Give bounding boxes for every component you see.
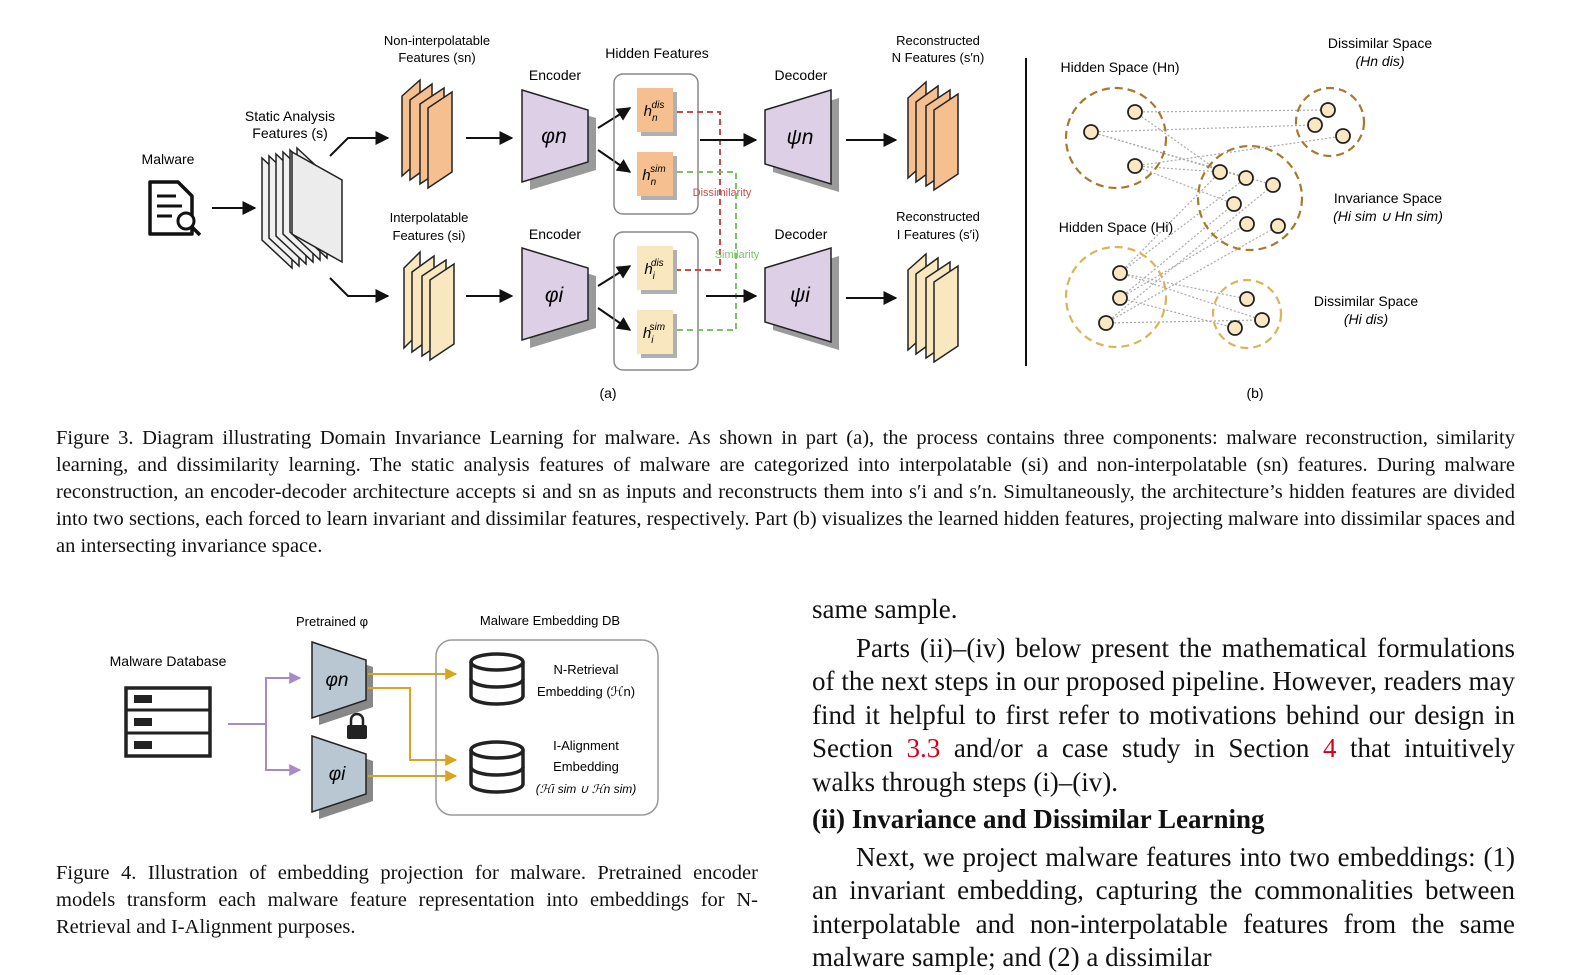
pretrained-encoder-i: φi <box>311 734 373 819</box>
svg-text:Features (s): Features (s) <box>252 125 327 141</box>
dissimilar-space-bottom-label: Dissimilar Space <box>1314 293 1418 309</box>
right-column-text: same sample. Parts (ii)–(iv) below prese… <box>812 593 1515 975</box>
decoder-i-block: ψi <box>764 246 839 350</box>
i-alignment-database-icon <box>469 740 525 794</box>
interpolatable-features-stack <box>403 250 455 362</box>
similarity-label: Similarity <box>715 249 760 261</box>
hidden-space-n-label: Hidden Space (Hn) <box>1060 59 1179 75</box>
embedding-db-box <box>435 639 659 816</box>
encoder-bottom-label: Encoder <box>529 226 581 242</box>
encoder-n-block: φn <box>521 88 596 190</box>
figure-3-caption: Figure 3. Diagram illustrating Domain In… <box>56 427 1515 557</box>
svg-text:φi: φi <box>329 764 346 785</box>
malware-label: Malware <box>142 151 195 167</box>
n-retrieval-label: N-Retrieval <box>553 662 618 677</box>
section-ref-link[interactable]: 4 <box>1322 733 1337 763</box>
pretrained-encoder-n: φn <box>311 640 373 725</box>
svg-text:I Features (s′i): I Features (s′i) <box>897 227 980 242</box>
part-b-label: (b) <box>1246 385 1263 401</box>
figure-4-caption: Figure 4. Illustration of embedding proj… <box>56 862 758 938</box>
pretrained-label: Pretrained φ <box>296 614 368 629</box>
hidden-features-label: Hidden Features <box>605 45 709 61</box>
database-server-icon <box>124 686 212 758</box>
lock-icon <box>347 712 367 739</box>
svg-text:φn: φn <box>326 670 349 691</box>
decoder-n-symbol: ψn <box>787 126 814 149</box>
h-i-sim-block: hisim <box>637 310 677 358</box>
h-n-sim-block: hnsim <box>637 152 677 200</box>
static-features-stack <box>261 146 343 270</box>
malware-database-label: Malware Database <box>110 653 227 669</box>
malware-document-icon <box>148 180 202 237</box>
non-interpolatable-features-stack <box>401 78 453 190</box>
svg-text:(Hi sim ∪ Hn sim): (Hi sim ∪ Hn sim) <box>1333 208 1443 224</box>
dissimilar-space-top-label: Dissimilar Space <box>1328 35 1432 51</box>
svg-text:Embedding (ℋn): Embedding (ℋn) <box>537 684 635 699</box>
non-interpolatable-label: Non-interpolatable <box>384 33 490 48</box>
h-i-dis-block: hidis <box>637 246 677 294</box>
reconstructed-i-label: Reconstructed <box>896 209 980 224</box>
paragraph-parts: Parts (ii)–(iv) below present the mathem… <box>812 632 1516 797</box>
encoder-n-symbol: φn <box>541 125 566 148</box>
n-retrieval-database-icon <box>469 652 525 706</box>
svg-text:N Features (s′n): N Features (s′n) <box>892 50 985 65</box>
reconstructed-n-stack <box>907 80 959 192</box>
encoder-top-label: Encoder <box>529 67 581 83</box>
reconstructed-n-label: Reconstructed <box>896 33 980 48</box>
figure-4-diagram: Malware Database Pretrained φ φn φi Malw… <box>110 613 659 819</box>
feature-space-plot <box>1064 86 1366 350</box>
decoder-n-block: ψn <box>764 88 839 192</box>
embedding-db-label: Malware Embedding DB <box>480 613 620 628</box>
figure-3-diagram: Malware Static Analysis Features (s) Non… <box>142 33 1443 401</box>
svg-text:(ℋi sim ∪ ℋn sim): (ℋi sim ∪ ℋn sim) <box>536 782 637 796</box>
svg-text:Features (si): Features (si) <box>393 228 466 243</box>
dissimilarity-label: Dissimilarity <box>693 187 752 199</box>
static-features-label: Static Analysis <box>245 108 335 124</box>
i-alignment-label: I-Alignment <box>553 738 619 753</box>
part-a-label: (a) <box>599 385 616 401</box>
svg-text:Features (sn): Features (sn) <box>398 50 475 65</box>
hidden-features-box-i <box>613 231 699 371</box>
section-heading: (ii) Invariance and Dissimilar Learning <box>812 804 1265 834</box>
encoder-i-block: φi <box>521 246 596 348</box>
decoder-i-symbol: ψi <box>790 284 811 307</box>
hidden-space-i-label: Hidden Space (Hi) <box>1059 219 1173 235</box>
decoder-bottom-label: Decoder <box>775 226 828 242</box>
reconstructed-i-stack <box>907 252 959 364</box>
encoder-i-symbol: φi <box>545 284 565 307</box>
h-n-dis-block: hndis <box>637 88 677 136</box>
decoder-top-label: Decoder <box>775 67 828 83</box>
dissimilarity-link <box>677 111 721 271</box>
svg-text:(Hi dis): (Hi dis) <box>1344 311 1388 327</box>
continued-line: same sample. <box>812 594 958 624</box>
interpolatable-label: Interpolatable <box>390 210 469 225</box>
svg-text:(Hn dis): (Hn dis) <box>1355 53 1404 69</box>
hidden-features-box-n <box>613 73 699 215</box>
svg-text:Embedding: Embedding <box>553 759 619 774</box>
paragraph-invariance: Next, we project malware features into t… <box>812 841 1515 973</box>
invariance-space-label: Invariance Space <box>1334 190 1442 206</box>
section-ref-link[interactable]: 3.3 <box>906 733 941 763</box>
